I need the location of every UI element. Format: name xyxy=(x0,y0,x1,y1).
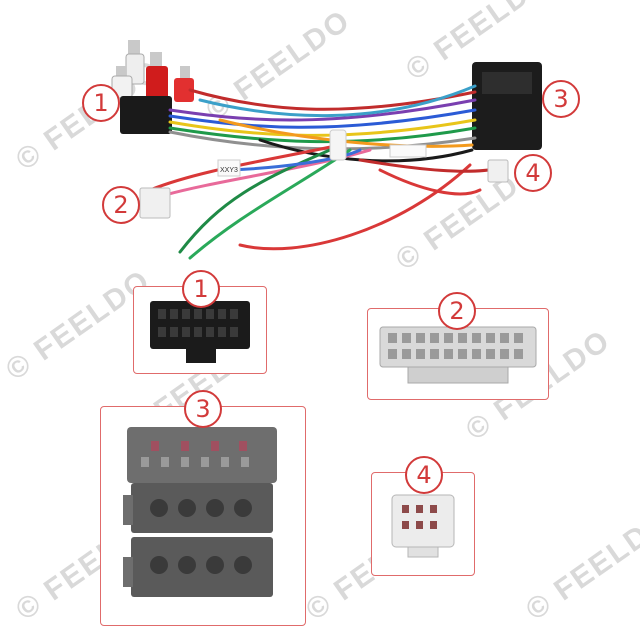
connector-1 xyxy=(120,96,172,134)
callout-1: 1 xyxy=(82,84,120,122)
panel-connector-4 xyxy=(371,472,475,576)
panel-4-label: 4 xyxy=(405,456,443,494)
callout-4: 4 xyxy=(514,154,552,192)
cable-label-text: XXY3 xyxy=(220,167,238,174)
connector-2-closeup xyxy=(379,326,537,384)
panel-connector-1 xyxy=(133,286,267,374)
connector-3-closeup xyxy=(123,427,277,597)
panel-connector-3 xyxy=(100,406,306,626)
watermark: © FEELDO xyxy=(520,503,640,628)
panel-3-label: 3 xyxy=(184,390,222,428)
connector-4-cable xyxy=(487,159,509,183)
rca-plug-red xyxy=(146,52,168,102)
cable-label-tag-2 xyxy=(389,144,427,158)
panel-2-label: 2 xyxy=(438,292,476,330)
cable-clip xyxy=(329,129,347,161)
cable-label-tag xyxy=(217,159,241,177)
connector-1-closeup xyxy=(150,301,250,363)
panel-1-label: 1 xyxy=(182,270,220,308)
callout-3: 3 xyxy=(542,80,580,118)
rca-plug-red-2 xyxy=(174,66,194,102)
wiring-harness: XXY3 xyxy=(111,40,542,260)
callout-2: 2 xyxy=(102,186,140,224)
connector-2-cable xyxy=(139,187,171,219)
connector-4-closeup xyxy=(391,494,455,558)
